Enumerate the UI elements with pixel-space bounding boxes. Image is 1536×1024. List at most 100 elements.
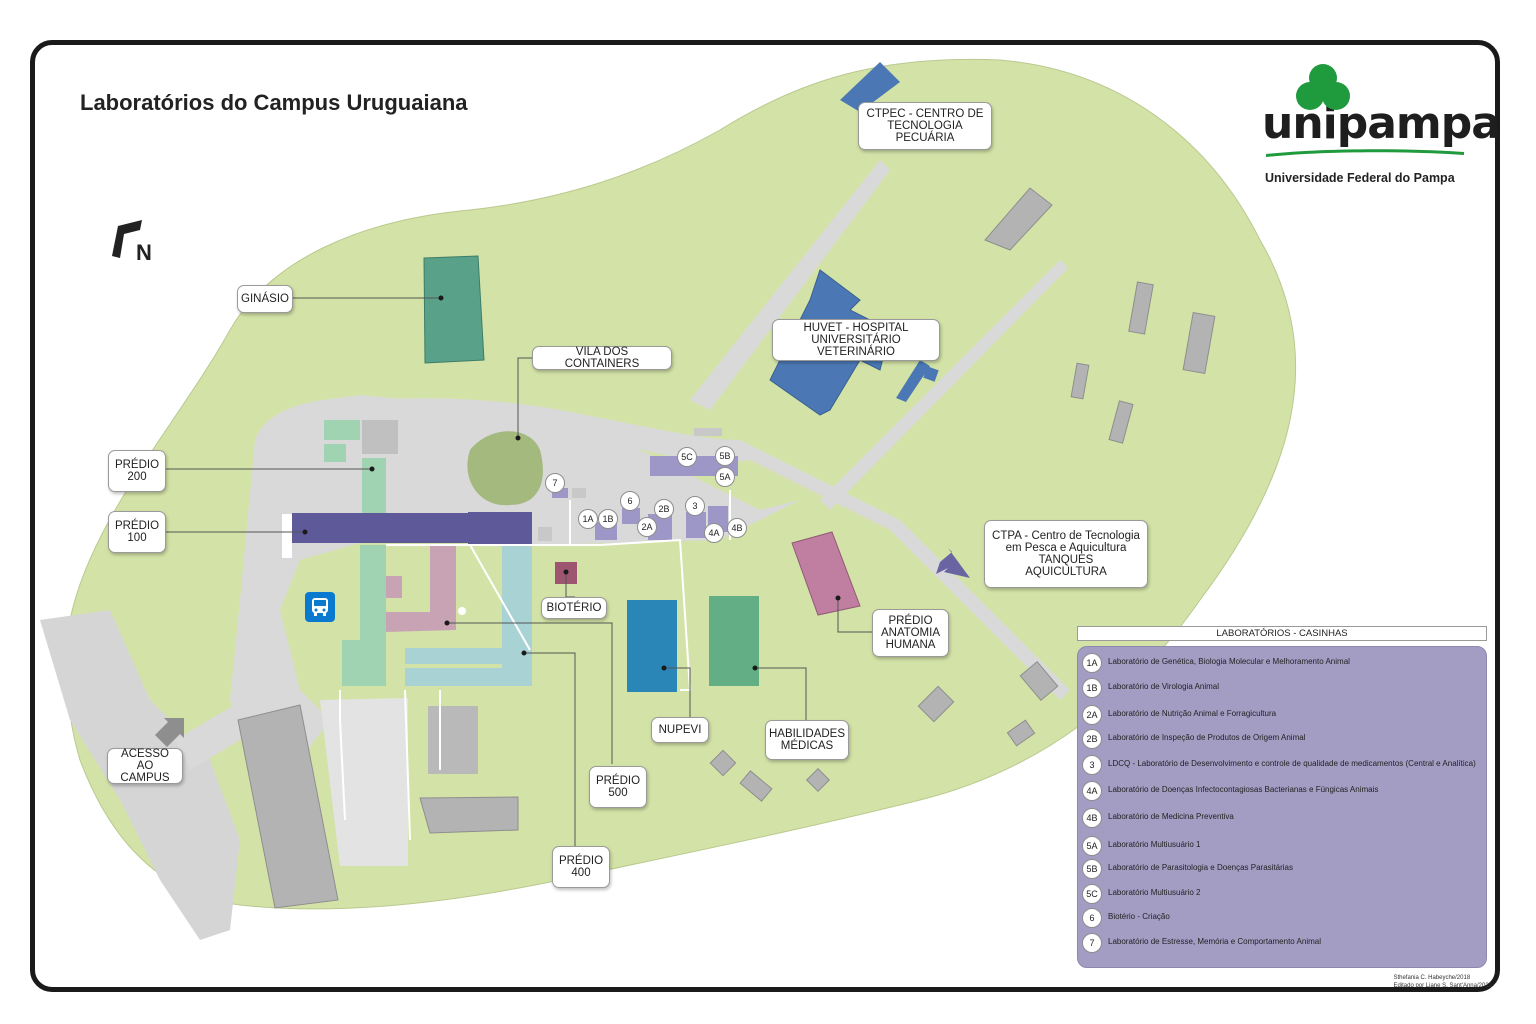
legend-text: Laboratório de Virologia Animal xyxy=(1108,682,1220,691)
building-ne-4 xyxy=(1070,362,1090,400)
legend-item[interactable]: 4B Laboratório de Medicina Preventiva xyxy=(1078,808,1488,828)
ctpa-arrow xyxy=(936,548,970,578)
label-ctpec[interactable]: CTPEC - CENTRO DE TECNOLOGIA PECUÁRIA xyxy=(858,102,992,150)
building-pink-small xyxy=(386,576,402,598)
grey-small-north xyxy=(694,428,722,436)
legend-item[interactable]: 1B Laboratório de Virologia Animal xyxy=(1078,678,1488,698)
predio-400-annex xyxy=(405,648,503,664)
legend-badge: 4B xyxy=(1082,808,1102,828)
building-se-5 xyxy=(739,770,773,802)
legend-badge: 4A xyxy=(1082,781,1102,801)
anatomia-building xyxy=(791,531,861,616)
label-predio-200[interactable]: PRÉDIO 200 xyxy=(108,450,166,492)
leader-lines xyxy=(166,297,872,846)
bus-icon xyxy=(312,598,328,616)
predio-pink xyxy=(386,545,456,632)
tree-marker xyxy=(458,607,466,615)
legend-item[interactable]: 6 Biotério - Criação xyxy=(1078,908,1488,928)
map-badge-3[interactable]: 3 xyxy=(685,496,705,516)
north-arrow-icon xyxy=(112,220,142,258)
legend-text: Laboratório Multiusuário 2 xyxy=(1108,888,1201,897)
building-ne-5 xyxy=(1108,400,1134,444)
legend-panel: 1A Laboratório de Genética, Biologia Mol… xyxy=(1077,646,1487,968)
vila-containers-area xyxy=(467,431,543,506)
ctpec-building xyxy=(840,62,900,112)
legend-text: Laboratório de Inspeção de Produtos de O… xyxy=(1108,733,1306,742)
huvet-annex xyxy=(896,360,930,402)
label-acesso-campus[interactable]: ACESSO AO CAMPUS xyxy=(107,748,183,784)
legend-text: Laboratório de Doenças Infectocontagiosa… xyxy=(1108,785,1379,794)
map-badge-2b[interactable]: 2B xyxy=(654,499,674,519)
lab-building-3 xyxy=(686,512,706,538)
legend-text: Laboratório de Estresse, Memória e Compo… xyxy=(1108,937,1321,946)
predio-500-building xyxy=(627,600,677,692)
legend-item[interactable]: 1A Laboratório de Genética, Biologia Mol… xyxy=(1078,653,1488,673)
access-arrow xyxy=(155,718,184,747)
logo-tree-icon xyxy=(1296,64,1350,110)
predio-200-annex xyxy=(324,420,360,440)
building-grey-3 xyxy=(362,420,398,454)
legend-item[interactable]: 3 LDCQ - Laboratório de Desenvolvimento … xyxy=(1078,755,1488,775)
legend-item[interactable]: 2A Laboratório de Nutrição Animal e Forr… xyxy=(1078,705,1488,725)
habilidades-building xyxy=(709,596,759,686)
map-badge-2a[interactable]: 2A xyxy=(637,517,657,537)
map-badge-1b[interactable]: 1B xyxy=(598,509,618,529)
label-vila-containers[interactable]: VILA DOS CONTAINERS xyxy=(532,346,672,370)
legend-text: Laboratório de Genética, Biologia Molecu… xyxy=(1108,657,1350,666)
bus-stop-icon[interactable] xyxy=(305,592,335,622)
legend-badge: 2B xyxy=(1082,729,1102,749)
building-se-1 xyxy=(1019,660,1059,702)
legend-badge: 3 xyxy=(1082,755,1102,775)
lab-building-7 xyxy=(552,488,568,498)
label-nupevi[interactable]: NUPEVI xyxy=(651,717,709,743)
map-badge-4b[interactable]: 4B xyxy=(727,518,747,538)
legend-badge: 1A xyxy=(1082,653,1102,673)
label-huvet[interactable]: HUVET - HOSPITAL UNIVERSITÁRIO VETERINÁR… xyxy=(772,319,940,361)
grey-small-west xyxy=(572,488,586,498)
building-se-2 xyxy=(917,685,955,723)
building-grey-small-1 xyxy=(428,706,478,774)
building-grey-large xyxy=(237,704,339,909)
legend-text: Laboratório de Nutrição Animal e Forragi… xyxy=(1108,709,1277,718)
legend-item[interactable]: 5C Laboratório Multiusuário 2 xyxy=(1078,884,1488,904)
legend-item[interactable]: 2B Laboratório de Inspeção de Produtos d… xyxy=(1078,729,1488,749)
label-bioterio[interactable]: BIOTÉRIO xyxy=(541,597,607,619)
label-anatomia[interactable]: PRÉDIO ANATOMIA HUMANA xyxy=(872,609,949,657)
predio-200-annex-2 xyxy=(324,444,346,462)
legend-badge: 7 xyxy=(1082,933,1102,953)
road-loop xyxy=(260,398,750,463)
building-ne-1 xyxy=(984,187,1053,251)
predio-100-wing xyxy=(468,512,532,544)
label-predio-400[interactable]: PRÉDIO 400 xyxy=(552,846,610,888)
grey-block-near-vila xyxy=(538,527,552,541)
map-badge-4a[interactable]: 4A xyxy=(704,523,724,543)
north-label: N xyxy=(136,240,152,265)
legend-badge: 5A xyxy=(1082,836,1102,856)
legend-badge: 6 xyxy=(1082,908,1102,928)
credit-author: Sthefania C. Habeyche/2018 xyxy=(1393,975,1471,981)
credit-editor: Editado por Liane S. Sant'Anna/2022 xyxy=(1393,983,1492,989)
building-se-3 xyxy=(1006,719,1036,747)
label-predio-100[interactable]: PRÉDIO 100 xyxy=(108,511,166,553)
building-grey-2 xyxy=(419,796,519,834)
legend-text: Laboratório Multiusuário 1 xyxy=(1108,840,1201,849)
map-badge-5a[interactable]: 5A xyxy=(715,467,735,487)
map-badge-6[interactable]: 6 xyxy=(620,491,640,511)
map-badge-5c[interactable]: 5C xyxy=(677,447,697,467)
road-entrance xyxy=(175,690,290,770)
leader-dots xyxy=(302,295,841,671)
logo-swoosh-icon xyxy=(1266,149,1464,157)
map-badge-1a[interactable]: 1A xyxy=(578,509,598,529)
legend-badge: 1B xyxy=(1082,678,1102,698)
legend-item[interactable]: 5A Laboratório Multiusuário 1 xyxy=(1078,836,1488,856)
label-habilidades[interactable]: HABILIDADES MÉDICAS xyxy=(765,720,849,760)
map-badge-5b[interactable]: 5B xyxy=(715,446,735,466)
label-predio-500[interactable]: PRÉDIO 500 xyxy=(589,766,647,808)
map-badge-7[interactable]: 7 xyxy=(545,473,565,493)
legend-item[interactable]: 7 Laboratório de Estresse, Memória e Com… xyxy=(1078,933,1488,953)
legend-item[interactable]: 4A Laboratório de Doenças Infectocontagi… xyxy=(1078,781,1488,801)
label-ginasio[interactable]: GINÁSIO xyxy=(237,285,293,313)
label-ctpa[interactable]: CTPA - Centro de Tecnologia em Pesca e A… xyxy=(984,520,1148,588)
legend-item[interactable]: 5B Laboratório de Parasitologia e Doença… xyxy=(1078,859,1488,879)
